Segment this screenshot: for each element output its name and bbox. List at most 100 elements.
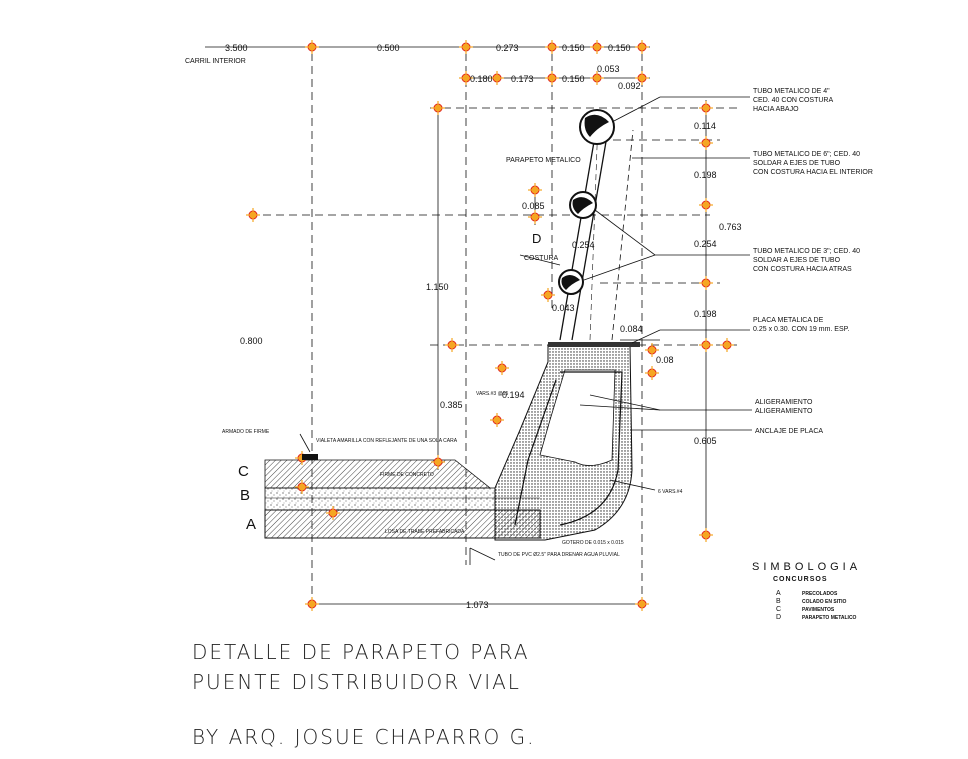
callout-tubo3-line3: CON COSTURA HACIA ATRAS <box>753 266 852 273</box>
dim-0150-c: 0.150 <box>562 74 585 84</box>
marker <box>246 208 260 222</box>
marker <box>590 40 604 54</box>
marker <box>305 40 319 54</box>
callout-tubo4-line2: CED. 40 CON COSTURA <box>753 97 833 104</box>
dim-0273: 0.273 <box>496 43 519 53</box>
marker <box>635 40 649 54</box>
right-dimensions: 0.114 0.198 0.763 0.254 0.198 0.08 0.605 <box>656 121 742 446</box>
callout-tubo6-line3: CON COSTURA HACIA EL INTERIOR <box>753 169 873 176</box>
marker <box>645 343 659 357</box>
parapet-posts <box>559 119 634 341</box>
label-vars4: 6 VARS.#4 <box>658 489 683 495</box>
marker <box>528 183 542 197</box>
author-line: BY ARQ. JOSUE CHAPARRO G. <box>192 725 536 749</box>
reflector <box>302 454 318 460</box>
marker <box>326 506 340 520</box>
dim-0150-b: 0.150 <box>608 43 631 53</box>
dim-0385: 0.385 <box>440 400 463 410</box>
section-letter-a: A <box>246 516 256 533</box>
dim-0114: 0.114 <box>694 121 716 131</box>
legend-subtitle: CONCURSOS <box>773 576 828 583</box>
marker <box>295 480 309 494</box>
marker <box>545 71 559 85</box>
callout-tubo3-line1: TUBO METALICO DE 3"; CED. 40 <box>753 248 860 255</box>
dim-0254-a: 0.254 <box>694 239 717 249</box>
label-anclaje: ANCLAJE DE PLACA <box>755 428 823 435</box>
label-d: D <box>532 231 541 246</box>
legend-key-b: B <box>776 598 781 605</box>
top-dimensions: 3.500 0.500 0.273 0.150 0.150 0.053 0.18… <box>225 43 641 91</box>
legend-key-a: A <box>776 590 781 597</box>
label-firme: FIRME DE CONCRETO <box>380 472 434 478</box>
leader-lines <box>299 96 752 565</box>
marker <box>699 136 713 150</box>
dim-0194: 0.194 <box>502 390 525 400</box>
marker <box>699 101 713 115</box>
legend-text-d: PARAPETO METALICO <box>802 615 857 621</box>
dim-0150-a: 0.150 <box>562 43 585 53</box>
dim-1150: 1.150 <box>426 282 449 292</box>
marker <box>431 101 445 115</box>
label-carril: CARRIL INTERIOR <box>185 58 246 65</box>
marker <box>699 338 713 352</box>
callout-tubo3-line2: SOLDAR A EJES DE TUBO <box>753 257 841 264</box>
dim-0053: 0.053 <box>597 64 620 74</box>
reference-markers <box>246 40 734 611</box>
callout-tubo6-line2: SOLDAR A EJES DE TUBO <box>753 160 841 167</box>
marker <box>445 338 459 352</box>
marker <box>545 40 559 54</box>
inner-dimensions: 0.085 0.254 0.043 0.084 0.194 <box>502 201 643 400</box>
dim-0173: 0.173 <box>511 74 534 84</box>
title-line-1: DETALLE DE PARAPETO PARA <box>192 640 530 664</box>
section-letters: C B A <box>238 463 256 533</box>
callout-tubo4-line3: HACIA ABAJO <box>753 106 799 113</box>
legend-title: SIMBOLOGIA <box>752 561 861 573</box>
legend-key-c: C <box>776 606 781 613</box>
marker <box>490 413 504 427</box>
label-armado: ARMADO DE FIRME <box>222 429 270 435</box>
marker <box>495 361 509 375</box>
dim-0084: 0.084 <box>620 324 643 334</box>
label-costura: COSTURA <box>524 255 559 262</box>
dim-0500: 0.500 <box>377 43 400 53</box>
dim-0198-b: 0.198 <box>694 309 717 319</box>
left-dimensions: 1.150 0.800 0.385 <box>240 282 463 410</box>
marker <box>528 210 542 224</box>
tube-3in <box>558 269 584 295</box>
tube-4in <box>579 109 615 145</box>
callout-tubo4: TUBO METALICO DE 4" CED. 40 CON COSTURA … <box>753 88 833 113</box>
label-tubo-pvc: TUBO DE PVC Ø2.5" PARA DRENAR AGUA PLUVI… <box>498 552 620 558</box>
label-parapeto: PARAPETO METALICO <box>506 157 581 164</box>
label-vialeta: VIALETA AMARILLA CON REFLEJANTE DE UNA S… <box>316 438 458 444</box>
marker <box>490 71 504 85</box>
callout-tubo4-line1: TUBO METALICO DE 4" <box>753 88 830 95</box>
callout-tubo6-line1: TUBO METALICO DE 6"; CED. 40 <box>753 151 860 158</box>
title-line-2: PUENTE DISTRIBUIDOR VIAL <box>192 670 521 694</box>
marker <box>720 338 734 352</box>
marker <box>541 288 555 302</box>
slab-layers <box>264 459 541 539</box>
marker <box>459 40 473 54</box>
dim-0198-a: 0.198 <box>694 170 717 180</box>
dim-0180: 0.180 <box>470 74 493 84</box>
callout-placa-line2: 0.25 x 0.30. CON 19 mm. ESP. <box>753 326 849 333</box>
dim-1073: 1.073 <box>466 600 489 610</box>
barrier-body <box>494 342 640 541</box>
marker <box>431 455 445 469</box>
callout-placa-line1: PLACA METALICA DE <box>753 317 824 324</box>
legend-text-a: PRECOLADOS <box>802 591 838 597</box>
dim-0092: 0.092 <box>618 81 641 91</box>
label-aligeramiento-2: ALIGERAMIENTO <box>755 408 813 415</box>
legend-text-b: COLADO EN SITIO <box>802 599 847 605</box>
drawing-labels: CARRIL INTERIOR PARAPETO METALICO COSTUR… <box>185 58 823 558</box>
legend-key-d: D <box>776 614 781 621</box>
marker <box>590 71 604 85</box>
callout-placa: PLACA METALICA DE 0.25 x 0.30. CON 19 mm… <box>753 317 849 333</box>
dim-0254-b: 0.254 <box>572 240 595 250</box>
section-letter-c: C <box>238 463 249 480</box>
label-gotero: GOTERO DE 0.015 x 0.015 <box>562 540 624 546</box>
section-letter-b: B <box>240 487 250 504</box>
legend-text-c: PAVIMENTOS <box>802 607 835 613</box>
dim-0800: 0.800 <box>240 336 263 346</box>
